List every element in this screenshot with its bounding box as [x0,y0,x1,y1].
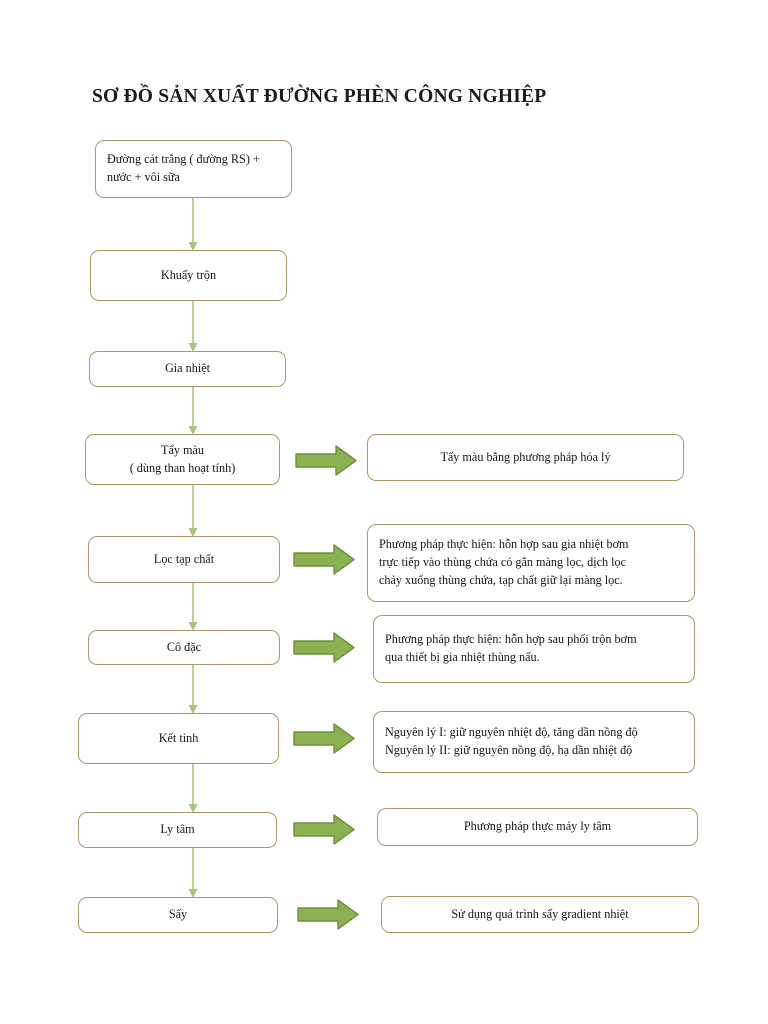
note-box-concentrate-label: Phương pháp thực hiện: hỗn hợp sau phối … [385,632,637,664]
process-node-decolor[interactable]: Tẩy màu ( dùng than hoạt tính) [85,434,280,485]
process-node-input-label: Đường cát trắng ( đường RS) + nước + vôi… [107,152,260,184]
note-box-decolor[interactable]: Tẩy màu bằng phương pháp hóa lý [367,434,684,481]
block-arrow-concentrate-icon [292,631,356,664]
note-box-centrifuge-label: Phương pháp thực máy ly tâm [463,819,612,834]
note-box-crystallize-label: Nguyên lý I: giữ nguyên nhiệt độ, tăng d… [385,725,638,757]
note-box-decolor-label: Tẩy màu bằng phương pháp hóa lý [440,449,611,464]
note-box-concentrate[interactable]: Phương pháp thực hiện: hỗn hợp sau phối … [373,615,695,683]
process-node-input[interactable]: Đường cát trắng ( đường RS) + nước + vôi… [95,140,292,198]
process-node-centrifuge-label: Ly tâm [160,822,195,837]
process-node-mixing-label: Khuấy trộn [160,267,217,282]
process-node-heating-label: Gia nhiệt [164,361,210,376]
process-node-concentrate-label: Cô đặc [166,639,202,654]
process-node-concentrate[interactable]: Cô đặc [88,630,280,665]
connector-filtering-to-concentrate [186,583,200,632]
connector-crystallize-to-centrifuge [186,764,200,814]
process-node-centrifuge[interactable]: Ly tâm [78,812,277,848]
note-box-drying[interactable]: Sử dụng quá trình sấy gradient nhiệt [381,896,699,933]
connector-input-to-mixing [186,198,200,252]
note-box-filtering-label: Phương pháp thực hiện: hỗn hợp sau gia n… [379,537,629,587]
connector-concentrate-to-crystallize [186,665,200,715]
note-box-drying-label: Sử dụng quá trình sấy gradient nhiệt [451,906,629,921]
block-arrow-decolor-icon [294,444,358,477]
process-node-crystallize[interactable]: Kết tinh [78,713,279,764]
process-node-heating[interactable]: Gia nhiệt [89,351,286,387]
note-box-filtering[interactable]: Phương pháp thực hiện: hỗn hợp sau gia n… [367,524,695,602]
connector-heating-to-decolor [186,387,200,436]
process-node-drying-label: Sấy [168,907,188,922]
connector-centrifuge-to-drying [186,848,200,899]
block-arrow-crystallize-icon [292,722,356,755]
process-node-crystallize-label: Kết tinh [158,730,199,745]
block-arrow-filtering-icon [292,543,356,576]
page-title: SƠ ĐỒ SẢN XUẤT ĐƯỜNG PHÈN CÔNG NGHIỆP [92,86,547,107]
process-node-decolor-label: Tẩy màu ( dùng than hoạt tính) [129,442,236,475]
connector-decolor-to-filtering [186,485,200,538]
process-node-drying[interactable]: Sấy [78,897,278,933]
process-node-mixing[interactable]: Khuấy trộn [90,250,287,301]
process-node-filtering[interactable]: Lọc tạp chất [88,536,280,583]
note-box-crystallize[interactable]: Nguyên lý I: giữ nguyên nhiệt độ, tăng d… [373,711,695,773]
connector-mixing-to-heating [186,301,200,353]
note-box-centrifuge[interactable]: Phương pháp thực máy ly tâm [377,808,698,846]
block-arrow-centrifuge-icon [292,813,356,846]
process-node-filtering-label: Lọc tạp chất [153,551,215,566]
block-arrow-drying-icon [296,898,360,931]
